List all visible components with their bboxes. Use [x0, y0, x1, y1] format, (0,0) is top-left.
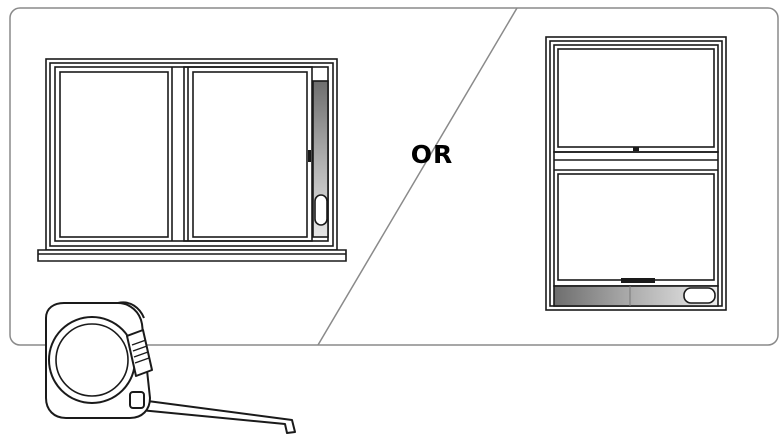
- or-separator-label: OR: [410, 140, 454, 169]
- bottom-vent-panel: [553, 285, 719, 307]
- diagonal-divider: [317, 7, 518, 346]
- double-hung-window-icon: [545, 36, 727, 311]
- side-vent-handle: [314, 194, 328, 226]
- sliding-window-icon: [37, 58, 347, 262]
- tape-measure-icon: [45, 301, 296, 434]
- bottom-vent-handle: [683, 287, 716, 304]
